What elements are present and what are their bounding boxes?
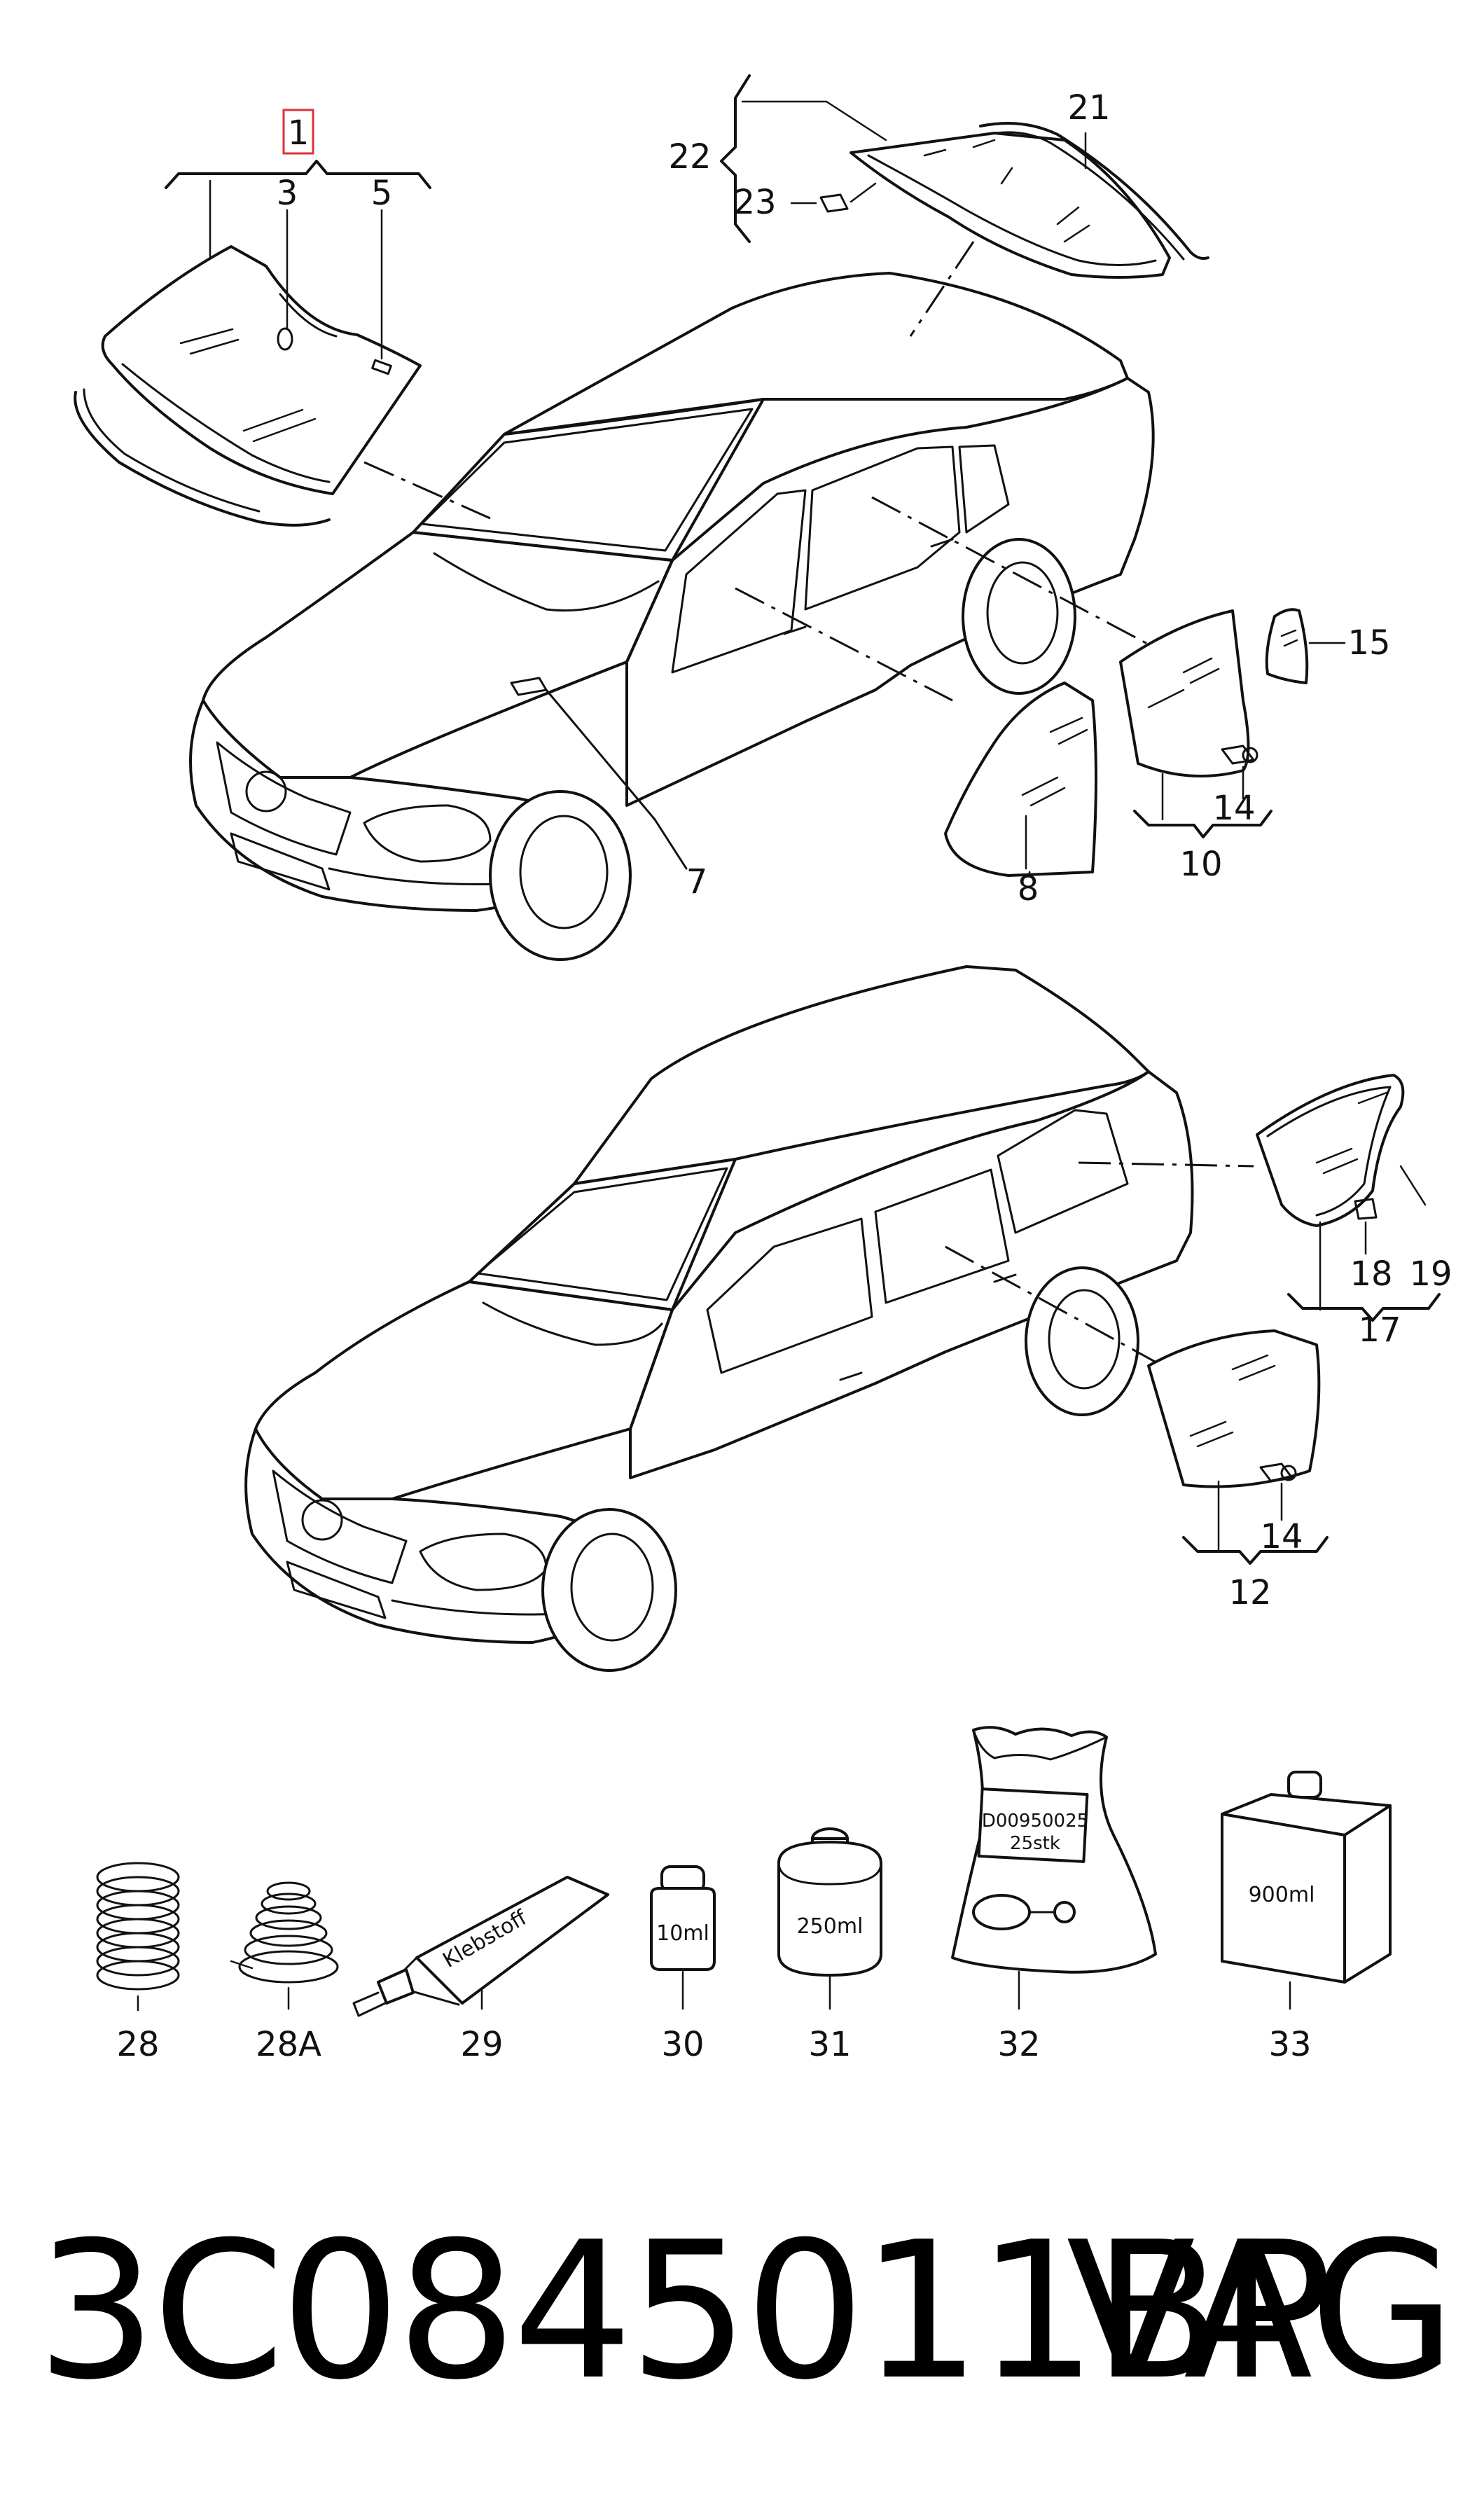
item-30-primer-bottle[interactable]: 10ml (650, 1865, 716, 2010)
callout-23[interactable]: 23 (733, 183, 776, 222)
item-28a-seal-cone[interactable] (230, 1881, 339, 2010)
estate-quarter-clip[interactable] (1354, 1198, 1378, 1220)
bag-label-code: D00950025 (982, 1811, 1088, 1832)
callout-32[interactable]: 32 (997, 2025, 1040, 2064)
canister-label: 900ml (1249, 1883, 1315, 1907)
callout-28[interactable]: 28 (116, 2025, 159, 2064)
item-31-activator-can[interactable]: 250ml (777, 1827, 882, 2010)
callout-21[interactable]: 21 (1067, 88, 1110, 127)
callout-3[interactable]: 3 (277, 174, 298, 213)
part-number: 3C0845011BP (36, 2201, 1333, 2421)
rear-window-clip[interactable] (819, 193, 849, 213)
callout-29[interactable]: 29 (460, 2025, 503, 2064)
callout-10[interactable]: 10 (1179, 845, 1222, 884)
footer: 3C0845011BP VAG (0, 2206, 1484, 2416)
brand-name: VAG (1066, 2201, 1456, 2421)
rear-window-trim-strip[interactable] (979, 122, 1209, 260)
windshield-vin-plate[interactable] (371, 359, 392, 375)
callout-15[interactable]: 15 (1347, 623, 1390, 663)
callout-7[interactable]: 7 (686, 862, 708, 901)
item-33-cleaner-canister[interactable]: 900ml (1221, 1771, 1392, 2010)
windshield-group: 1 3 5 (74, 109, 431, 527)
callout-12[interactable]: 12 (1228, 1573, 1271, 1612)
sedan-illustration (189, 241, 1155, 961)
windshield-sensor[interactable] (277, 327, 293, 351)
item-32-cleaning-bag[interactable]: D00950025 25stk (951, 1726, 1157, 2010)
item-28-seal-coil[interactable] (96, 1862, 180, 2012)
callout-18[interactable]: 18 (1350, 1254, 1392, 1294)
sedan-side-glass-group: 7 8 10 14 15 (545, 608, 1391, 908)
can-label: 250ml (797, 1914, 864, 1939)
front-door-glass[interactable] (944, 682, 1097, 877)
callout-14-estate[interactable]: 14 (1260, 1517, 1303, 1556)
callout-33[interactable]: 33 (1268, 2025, 1311, 2064)
rear-window-group: 21 22 23 (668, 74, 1209, 279)
callout-1[interactable]: 1 (288, 113, 310, 153)
estate-side-glass-group: 12 14 17 18 19 (1147, 1074, 1452, 1612)
callout-28a[interactable]: 28A (256, 2025, 321, 2064)
rear-window-glass[interactable] (850, 132, 1171, 279)
windshield-trim-strip[interactable] (74, 391, 331, 527)
estate-illustration (244, 965, 1254, 1672)
estate-rear-door-glass[interactable] (1147, 1329, 1321, 1488)
item-29-adhesive-tube[interactable]: Klebstoff (352, 1876, 609, 2017)
callout-22[interactable]: 22 (668, 137, 711, 177)
estate-quarter-glass[interactable] (1256, 1074, 1405, 1227)
callout-30[interactable]: 30 (661, 2025, 704, 2064)
callout-8[interactable]: 8 (1018, 869, 1039, 908)
bag-label-qty: 25stk (1010, 1833, 1060, 1854)
quarter-glass[interactable] (1265, 608, 1309, 684)
callout-1-highlight (282, 109, 314, 155)
rear-door-glass[interactable] (1119, 609, 1250, 777)
callout-14-sedan[interactable]: 14 (1212, 789, 1255, 828)
windshield-glass[interactable] (101, 245, 422, 495)
bottle-label: 10ml (656, 1921, 709, 1946)
callout-5[interactable]: 5 (371, 174, 393, 213)
callout-17[interactable]: 17 (1358, 1310, 1401, 1350)
callout-31[interactable]: 31 (808, 2025, 851, 2064)
accessories-row: 28 28A Klebstoff 29 10ml (96, 1726, 1392, 2064)
callout-19[interactable]: 19 (1409, 1254, 1452, 1294)
sedan-mirror[interactable] (510, 677, 548, 696)
